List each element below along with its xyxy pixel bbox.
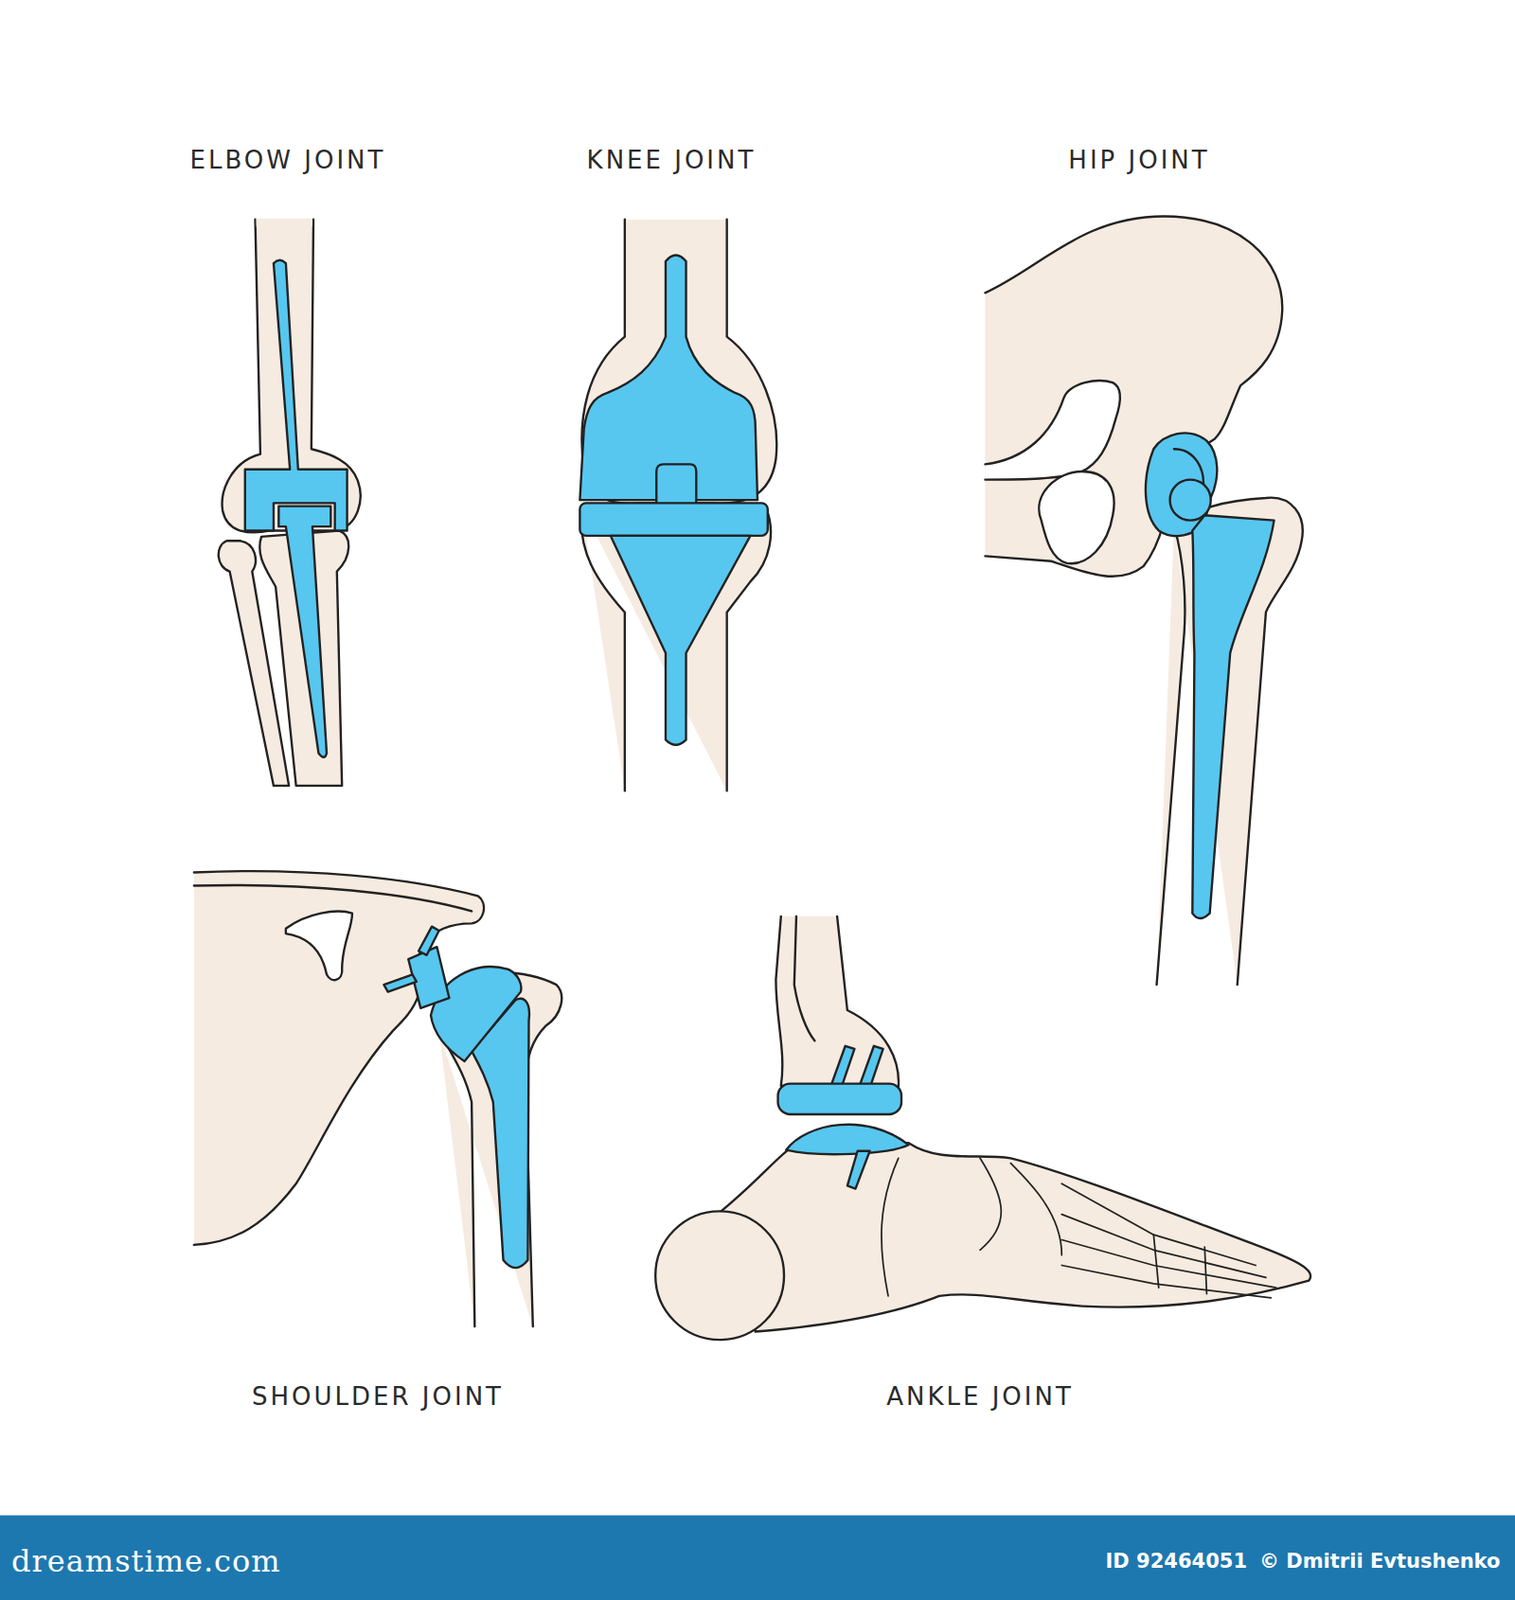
image-id: ID 92464051: [1105, 1550, 1248, 1573]
joint-title: ELBOW JOINT: [190, 145, 387, 175]
ankle-figure: [655, 916, 1311, 1340]
shoulder-figure: [194, 871, 562, 1327]
joint-title: KNEE JOINT: [587, 145, 757, 175]
joint-title: SHOULDER JOINT: [251, 1382, 504, 1411]
watermark-logo: dreamstime.com: [11, 1543, 282, 1580]
knee-figure: [579, 219, 777, 792]
joint-title: ANKLE JOINT: [886, 1382, 1074, 1411]
footer-bar: [0, 1515, 1515, 1600]
author-credit: © Dmitrii Evtushenko: [1259, 1550, 1500, 1573]
elbow-figure: [218, 218, 361, 786]
hip-figure: [984, 215, 1302, 985]
joint-title: HIP JOINT: [1068, 145, 1210, 175]
